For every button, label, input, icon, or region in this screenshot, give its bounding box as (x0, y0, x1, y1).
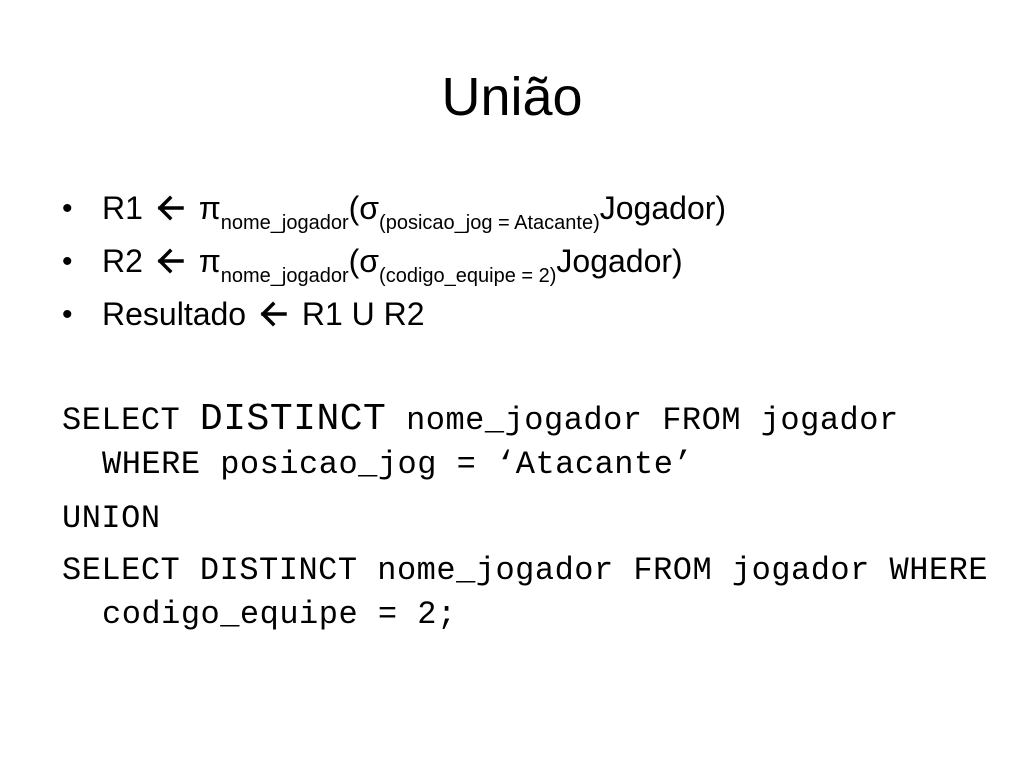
sql-union-keyword: UNION (62, 500, 161, 537)
projection-subscript: nome_jogador (220, 212, 349, 234)
pi-symbol: π (198, 190, 221, 226)
relation-name: R2 (102, 243, 143, 279)
selection-subscript: (codigo_equipe = 2) (379, 265, 557, 287)
pi-symbol: π (198, 243, 221, 279)
left-arrow-icon (157, 248, 184, 274)
sql-query-1: SELECT DISTINCT nome_jogador FROM jogado… (62, 398, 1002, 487)
sql-select-keyword: SELECT (62, 402, 181, 439)
sql-query-2: SELECT DISTINCT nome_jogador FROM jogado… (62, 552, 989, 633)
slide-title: União (441, 67, 583, 127)
bullet-dot: • (62, 192, 73, 225)
bullet-item-resultado: • Resultado R1 U R2 (62, 288, 992, 341)
bullet-item-r2: • R2 πnome_jogador(σ(codigo_equipe = 2)J… (62, 235, 992, 288)
sql-code: SELECT DISTINCT nome_jogador FROM jogado… (62, 398, 1002, 647)
bullet-dot: • (62, 298, 73, 331)
relation-name: R1 (102, 190, 143, 226)
relation-jogador: Jogador (599, 190, 716, 226)
selection-subscript: (posicao_jog = Atacante) (379, 212, 600, 234)
sql-distinct-keyword: DISTINCT (199, 398, 387, 441)
relation-name: Resultado (102, 296, 247, 332)
bullet-list: • R1 πnome_jogador(σ(posicao_jog = Ataca… (62, 182, 992, 341)
projection-subscript: nome_jogador (220, 265, 349, 287)
sigma-open: (σ (348, 243, 380, 279)
close-paren: ) (715, 190, 727, 226)
bullet-item-r1: • R1 πnome_jogador(σ(posicao_jog = Ataca… (62, 182, 992, 235)
bullet-dot: • (62, 245, 73, 278)
left-arrow-icon (260, 301, 287, 327)
relation-jogador: Jogador (556, 243, 673, 279)
sigma-open: (σ (348, 190, 380, 226)
sql-query-1-rest: nome_jogador FROM jogador WHERE posicao_… (102, 402, 899, 483)
close-paren: ) (672, 243, 683, 279)
left-arrow-icon (157, 195, 184, 221)
union-expression: R1 U R2 (301, 296, 425, 332)
